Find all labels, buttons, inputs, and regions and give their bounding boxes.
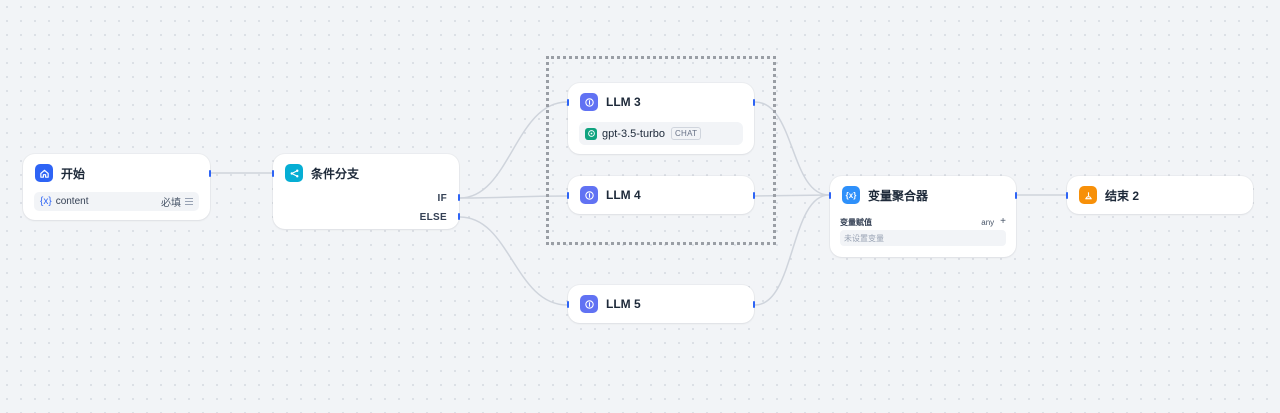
branch-icon	[285, 164, 303, 182]
node-title: LLM 4	[606, 188, 641, 202]
branch-if-label: IF	[437, 193, 447, 204]
node-llm4-header: LLM 4	[580, 186, 641, 204]
end-icon	[1079, 186, 1097, 204]
output-handle[interactable]	[1015, 192, 1017, 199]
add-variable-button[interactable]: +	[1000, 216, 1006, 227]
edge-llm5-to-aggregator	[754, 194, 830, 306]
node-variable-aggregator[interactable]: {x} 变量聚合器 变量赋值 any + 未设置变量	[829, 176, 1017, 257]
text-lines-icon	[185, 198, 193, 205]
branch-else-label: ELSE	[419, 212, 447, 223]
variable-icon: {x}	[842, 186, 860, 204]
selection-box	[546, 56, 776, 245]
variable-icon: {x}	[40, 196, 52, 207]
node-llm5-header: LLM 5	[580, 295, 641, 313]
llm-icon	[580, 295, 598, 313]
node-title: 开始	[61, 166, 86, 181]
input-handle[interactable]	[272, 170, 274, 177]
variable-type-label: any	[981, 217, 995, 227]
edge-if-to-llm4	[459, 195, 568, 199]
edge-else-to-llm5	[459, 216, 568, 306]
home-icon	[35, 164, 53, 182]
output-handle[interactable]	[753, 99, 755, 106]
node-llm3[interactable]: LLM 3 gpt-3.5-turbo CHAT	[567, 83, 755, 154]
variable-row[interactable]: {x} content 必填	[34, 192, 199, 211]
node-end-header: 结束 2	[1079, 186, 1139, 204]
node-llm5[interactable]: LLM 5	[567, 285, 755, 323]
variable-assign-row: 变量赋值 any +	[840, 216, 1006, 228]
if-output-handle[interactable]	[458, 194, 460, 201]
node-llm4[interactable]: LLM 4	[567, 176, 755, 214]
model-selector[interactable]: gpt-3.5-turbo CHAT	[579, 122, 743, 145]
input-handle[interactable]	[567, 99, 569, 106]
node-if-else[interactable]: 条件分支 IF ELSE	[272, 154, 460, 229]
node-start[interactable]: 开始 {x} content 必填	[23, 154, 211, 220]
node-title: LLM 5	[606, 297, 641, 311]
output-handle[interactable]	[753, 301, 755, 308]
node-end[interactable]: 结束 2	[1066, 176, 1253, 214]
llm-icon	[580, 93, 598, 111]
edge-llm4-to-aggregator	[754, 194, 830, 197]
llm-icon	[580, 186, 598, 204]
variable-assign-label: 变量赋值	[840, 217, 872, 227]
input-handle[interactable]	[567, 301, 569, 308]
node-start-header: 开始	[35, 164, 85, 182]
output-handle[interactable]	[209, 170, 211, 177]
input-handle[interactable]	[567, 192, 569, 199]
input-handle[interactable]	[1066, 192, 1068, 199]
node-if-else-header: 条件分支	[285, 164, 359, 182]
else-output-handle[interactable]	[458, 213, 460, 220]
openai-icon	[585, 127, 597, 140]
edge-if-to-llm3	[459, 101, 568, 199]
output-handle[interactable]	[753, 192, 755, 199]
model-mode-badge: CHAT	[670, 127, 702, 140]
required-label: 必填	[161, 198, 181, 209]
edge-llm3-to-aggregator	[754, 101, 830, 196]
variable-name: content	[55, 196, 89, 207]
node-title: 结束 2	[1105, 188, 1140, 203]
node-title: 条件分支	[311, 166, 360, 181]
model-name: gpt-3.5-turbo	[602, 127, 665, 140]
empty-variable-placeholder: 未设置变量	[840, 230, 1006, 246]
node-llm3-header: LLM 3	[580, 93, 641, 111]
node-title: LLM 3	[606, 95, 641, 109]
node-title: 变量聚合器	[868, 188, 929, 203]
node-aggregator-header: {x} 变量聚合器	[842, 186, 928, 204]
input-handle[interactable]	[829, 192, 831, 199]
